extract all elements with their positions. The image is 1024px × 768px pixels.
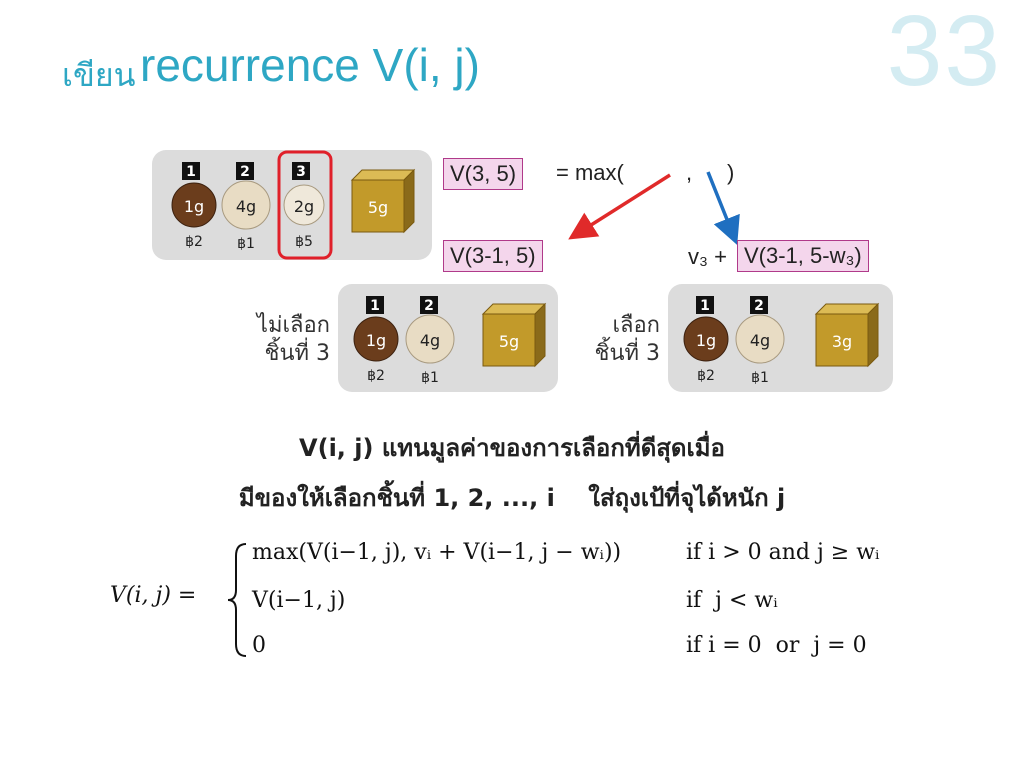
item-weight: 4g [420,331,440,350]
item-number-badge [750,296,768,314]
not-choose-line2: ชิ้นที่ 3 [264,341,330,366]
item-number: 1 [700,298,710,314]
bag-front [351,179,405,233]
item-number-badge [236,162,254,180]
case-2-cond: if j < wᵢ [686,588,778,613]
branch-arrows [568,171,740,245]
item-1-ball [171,182,217,228]
item-number-badge [292,162,310,180]
choose-line1: เลือก [612,313,660,338]
max-open: = max( [556,160,624,185]
item-weight: 4g [236,197,256,216]
bag-capacity: 3g [832,332,852,351]
item-2-ball [221,180,271,230]
item-2-ball [405,314,455,364]
item-1-ball [353,316,399,362]
not-choose-line1: ไม่เลือก [256,313,330,338]
max-comma: , [686,160,693,185]
choose-line2: ชิ้นที่ 3 [594,341,660,366]
item-price: ฿2 [185,234,203,250]
max-close: ) [727,160,735,185]
bag-top [814,303,880,315]
arrow-left [568,173,671,240]
item-2-ball [735,314,785,364]
item-weight: 1g [696,331,716,350]
item-weight: 1g [184,197,204,216]
item-price: ฿1 [751,370,769,386]
title-main: recurrence V(i, j) [140,39,480,91]
bag-top [481,303,547,315]
v3-plus: v₃ + [688,244,727,269]
v-3-5-box: V(3, 5) [443,158,524,190]
bag-front [482,313,536,367]
top-item-panel: 1 1g ฿2 2 4g ฿1 3 2g ฿5 5g [152,150,432,260]
formula-lhs: V(i, j) = [110,583,197,608]
item-price: ฿1 [421,370,439,386]
title-thai: เขียน [62,56,136,94]
item-3-highlight [277,150,333,260]
v-right-box: V(3-1, 5-w₃) [737,240,869,272]
case-3-expr: 0 [252,633,266,658]
item-weight: 2g [294,197,314,216]
bag-capacity: 5g [368,198,388,217]
item-number-badge [366,296,384,314]
bag-side [867,302,879,368]
item-price: ฿1 [237,236,255,252]
item-price: ฿2 [367,368,385,384]
item-number: 2 [424,298,434,314]
description-line1: V(i, j) แทนมูลค่าของการเลือกที่ดีสุดเมื่… [299,434,725,462]
right-items-graphic: 1 1g ฿2 2 4g ฿1 3g [683,296,880,386]
case-1-cond: if i > 0 and j ≥ wᵢ [686,540,880,565]
bag-front [815,313,869,367]
case-3-cond: if i = 0 or j = 0 [686,633,867,658]
top-items-graphic: 1 1g ฿2 2 4g ฿1 3 2g ฿5 5g [171,150,416,260]
choose-label: เลือก ชิ้นที่ 3 [560,312,660,368]
description-line2: มีของให้เลือกชิ้นที่ 1, 2, ..., i ใส่ถุง… [238,484,786,512]
item-price: ฿2 [697,368,715,384]
bag-top [350,169,416,181]
left-items-graphic: 1 1g ฿2 2 4g ฿1 5g [353,296,547,386]
item-number: 2 [240,164,250,180]
case-1-expr: max(V(i−1, j), vᵢ + V(i−1, j − wᵢ)) [252,540,622,565]
item-3-ball [283,184,325,226]
item-number: 3 [296,164,306,180]
item-1-ball [683,316,729,362]
bag-side [534,302,546,368]
left-branch-panel: 1 1g ฿2 2 4g ฿1 5g [338,284,558,392]
page-number: 33 [886,0,1002,107]
bag-side [403,168,415,234]
item-number-badge [182,162,200,180]
item-number-badge [420,296,438,314]
item-number: 1 [370,298,380,314]
item-number-badge [696,296,714,314]
item-number: 1 [186,164,196,180]
formula-brace [227,543,247,657]
v-left-box: V(3-1, 5) [443,240,543,272]
bag-capacity: 5g [499,332,519,351]
case-2-expr: V(i−1, j) [252,588,346,613]
item-weight: 1g [366,331,386,350]
item-weight: 4g [750,331,770,350]
arrow-right [706,171,740,245]
not-choose-label: ไม่เลือก ชิ้นที่ 3 [200,312,330,368]
item-price: ฿5 [295,234,313,250]
right-branch-panel: 1 1g ฿2 2 4g ฿1 3g [668,284,893,392]
item-number: 2 [754,298,764,314]
